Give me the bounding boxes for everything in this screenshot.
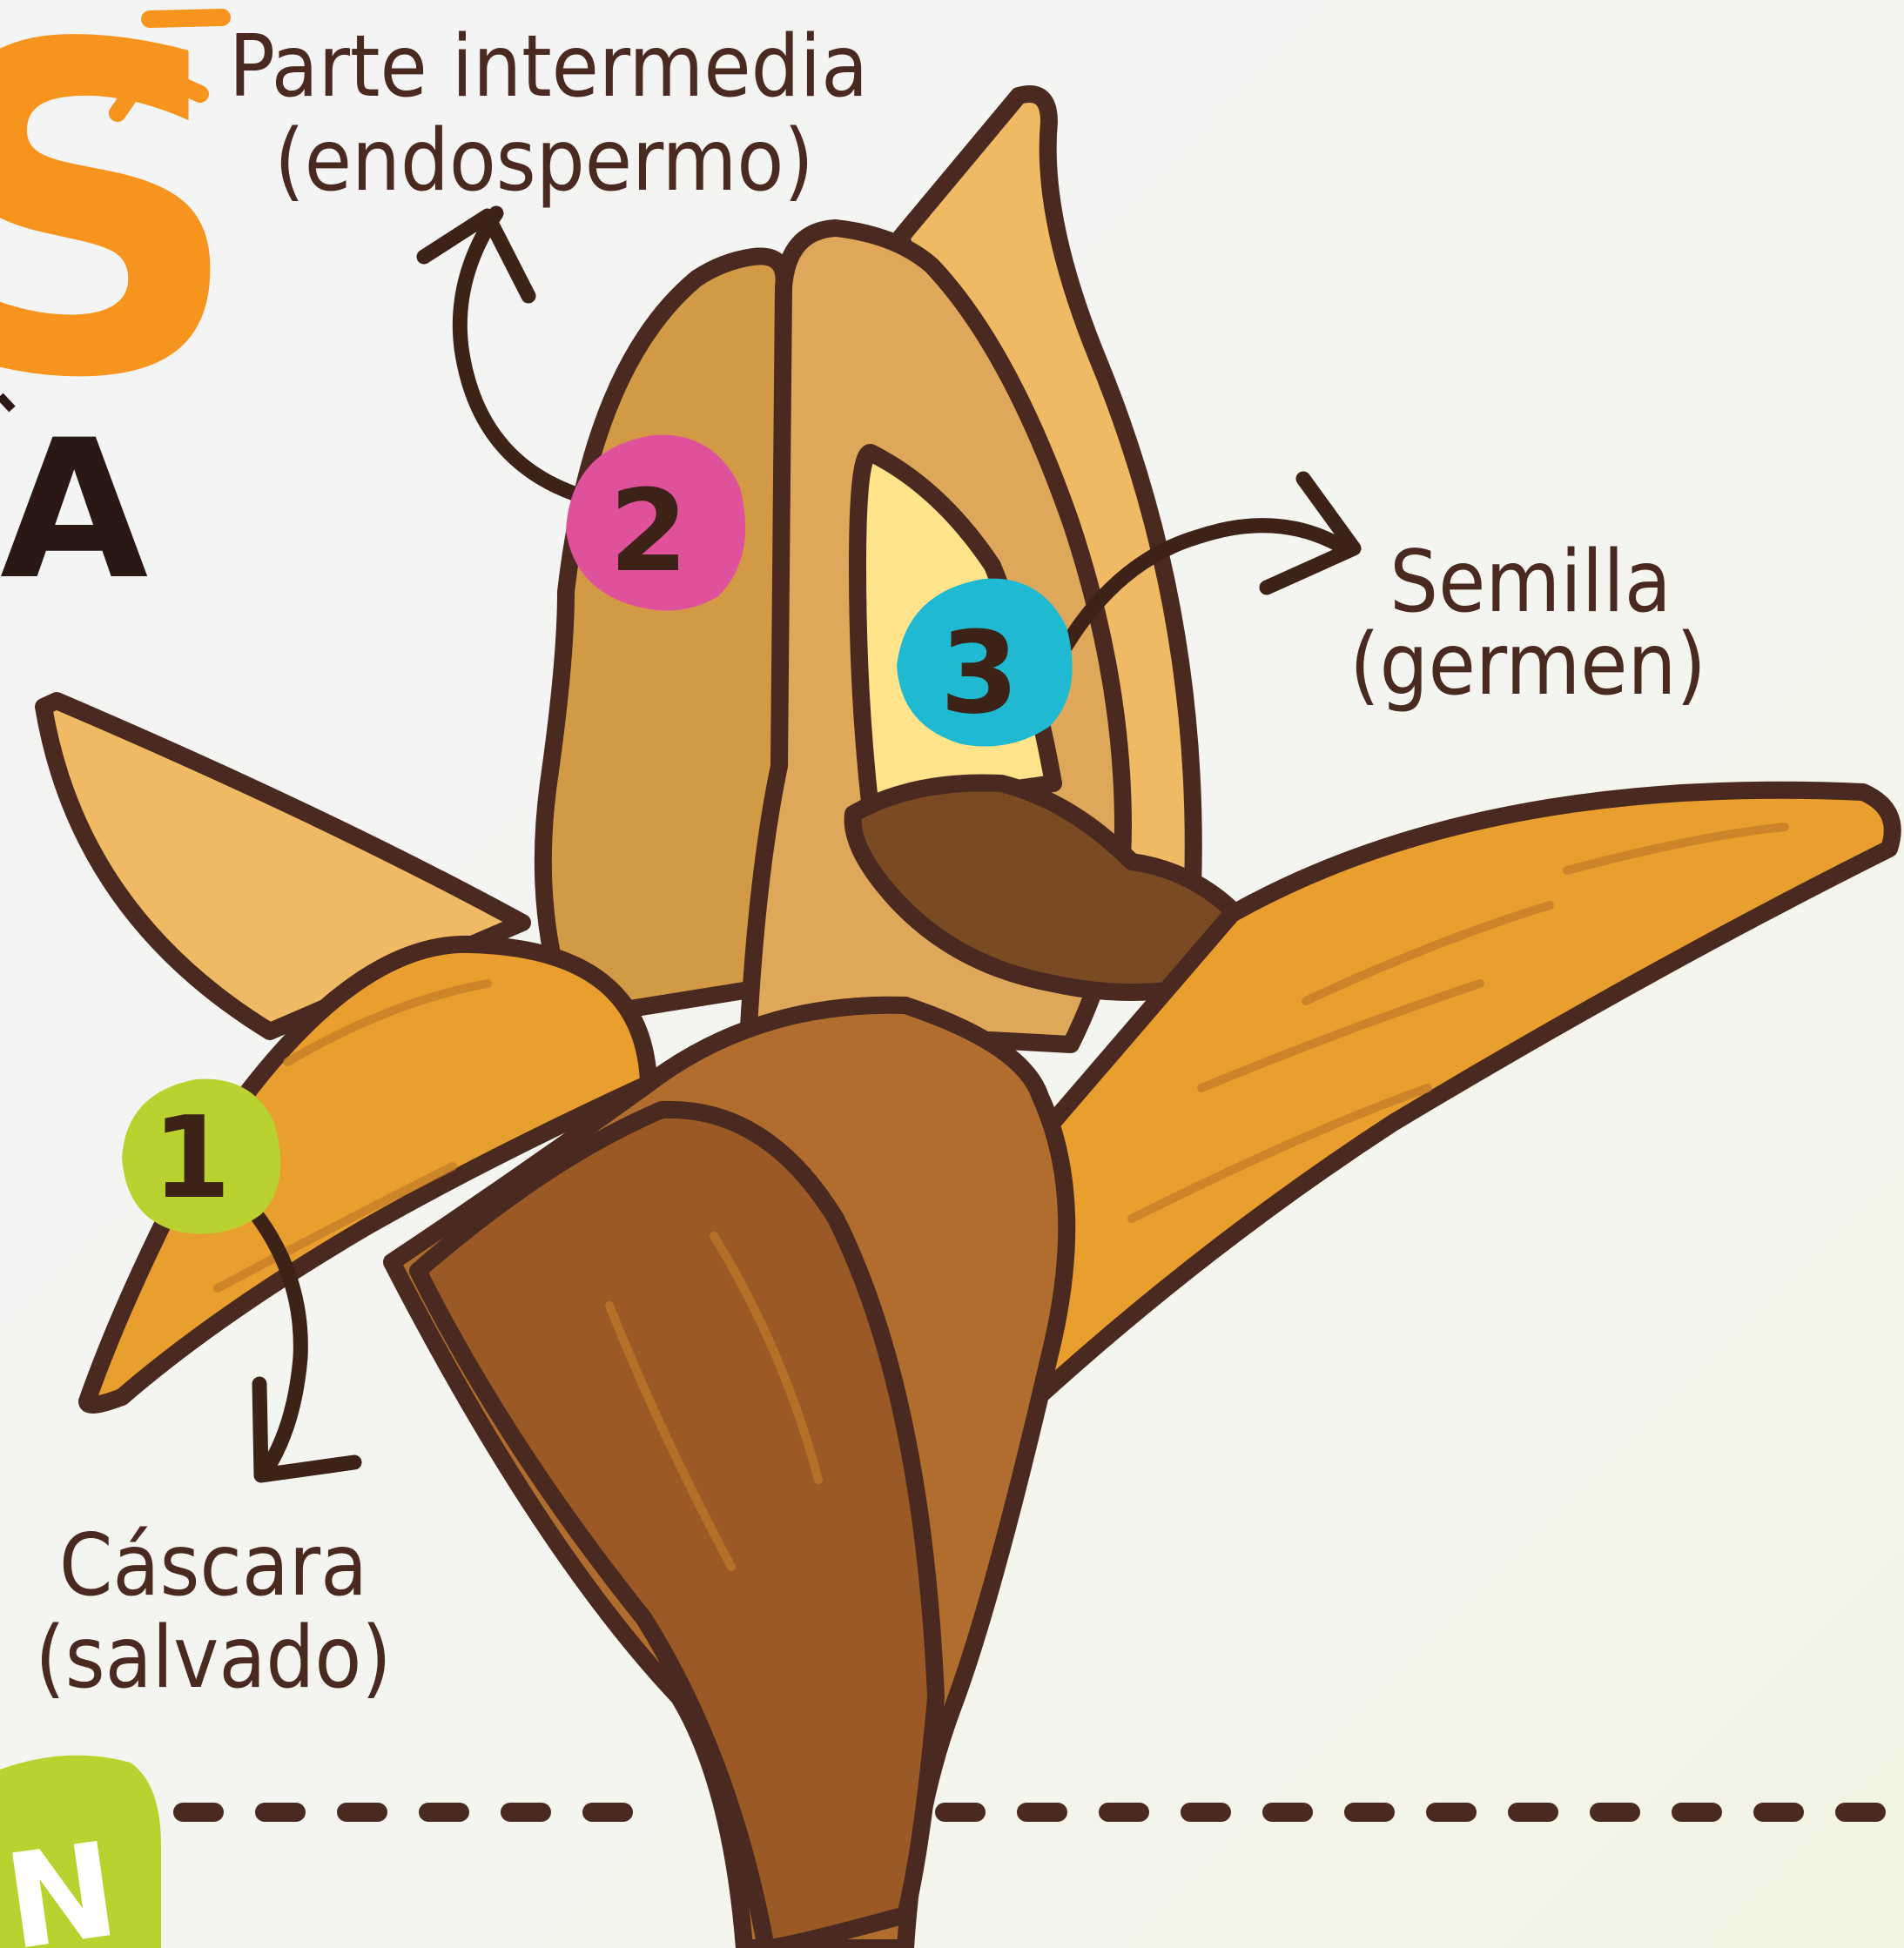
- marker-1: 1: [122, 1079, 280, 1234]
- bran-label-line1: Cáscara: [59, 1516, 367, 1615]
- badge-letter: N: [0, 1815, 126, 1948]
- arrow-endosperm-icon: [424, 213, 596, 500]
- marker-3-number: 3: [940, 607, 1019, 739]
- endosperm-label-line2: (endospermo): [274, 111, 813, 211]
- marker-2-number: 2: [609, 465, 688, 597]
- green-badge: N: [0, 1756, 161, 1948]
- marker-1-number: 1: [152, 1092, 231, 1224]
- seed-label-line2: (germen): [1349, 615, 1706, 715]
- title-fragment-mid: A: [0, 399, 148, 621]
- endosperm-label-line1: Parte intermedia: [229, 17, 868, 117]
- bran-label-line2: (salvado): [35, 1609, 391, 1708]
